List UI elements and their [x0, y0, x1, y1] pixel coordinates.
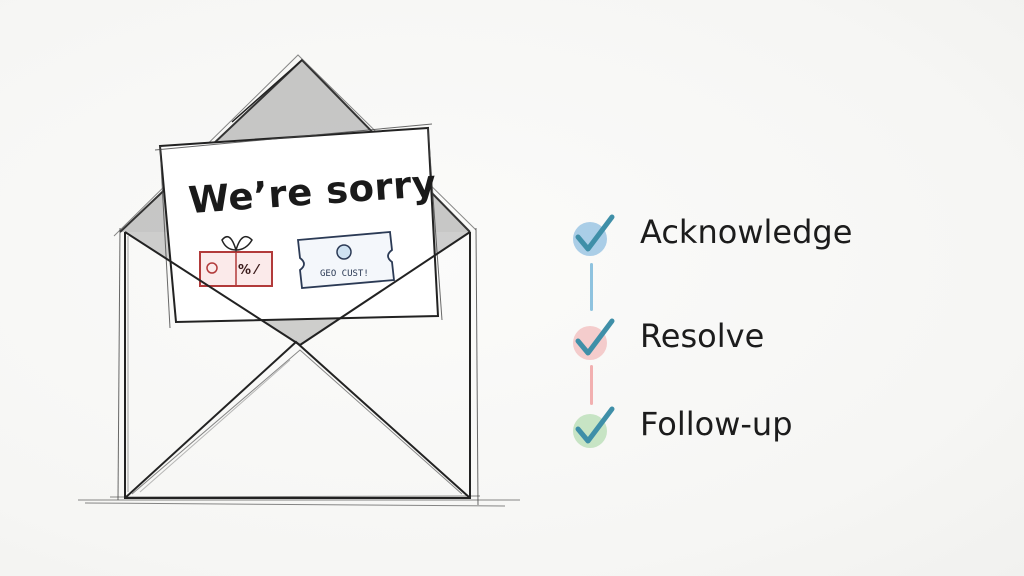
gift-voucher-text: % ⁄	[238, 263, 261, 278]
step-connector	[590, 263, 593, 311]
apology-steps-list: Acknowledge Resolve Follow-up	[560, 205, 980, 475]
coupon-text: GEO CUST!	[320, 269, 369, 279]
coupon-ticket-icon: GEO CUST!	[297, 231, 395, 289]
check-icon	[573, 406, 615, 448]
step-connector	[590, 365, 593, 405]
step-label: Follow-up	[640, 405, 793, 443]
step-label: Resolve	[640, 317, 765, 355]
step-follow-up: Follow-up	[560, 397, 980, 457]
apology-card: We’re sorry % ⁄ GEO CUST!	[154, 123, 443, 329]
step-label: Acknowledge	[640, 213, 853, 251]
check-icon	[573, 318, 615, 360]
step-acknowledge: Acknowledge	[560, 205, 980, 265]
gift-voucher-icon: % ⁄	[199, 235, 273, 287]
check-icon	[573, 214, 615, 256]
ground-lines	[78, 495, 520, 507]
step-resolve: Resolve	[560, 309, 980, 369]
envelope-body	[117, 227, 479, 506]
